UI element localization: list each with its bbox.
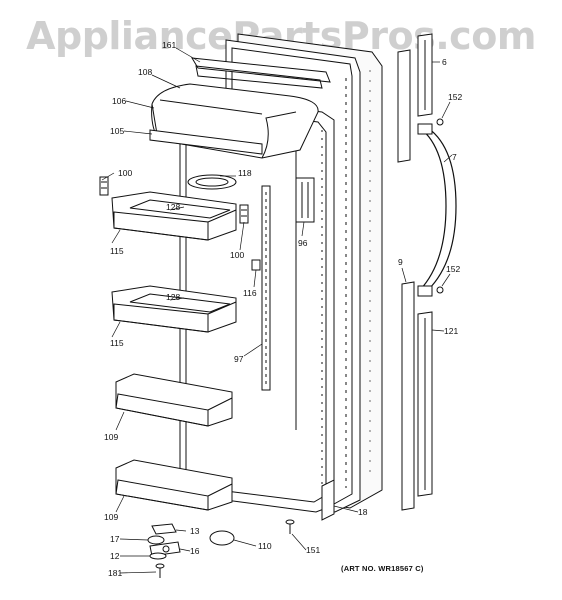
callout-118: 118	[238, 168, 252, 178]
callout-128-upper: 128	[166, 202, 180, 212]
callout-18: 18	[358, 507, 368, 517]
callout-16: 16	[190, 546, 200, 556]
callout-7: 7	[452, 152, 457, 162]
screw-152-upper	[436, 118, 444, 126]
strip-upper	[397, 49, 411, 163]
callout-109-lower: 109	[104, 512, 118, 522]
callout-109-upper: 109	[104, 432, 118, 442]
callout-97: 97	[234, 354, 244, 364]
door-shelf-115-middle	[111, 285, 237, 333]
callout-labels: 161 108 106 105 100 118 128 115 100 96 1…	[104, 40, 462, 578]
callout-152-upper: 152	[448, 92, 462, 102]
art-number: (ART NO. WR18567 C)	[341, 564, 424, 573]
leader-lines	[101, 47, 453, 574]
callout-9: 9	[398, 257, 403, 267]
callout-115-upper: 115	[110, 246, 124, 256]
callout-12: 12	[110, 551, 120, 561]
strip-9	[401, 281, 415, 511]
bushing-17	[147, 535, 165, 545]
clip-100-right	[239, 204, 249, 224]
retainer-118	[187, 174, 237, 190]
callout-121: 121	[444, 326, 458, 336]
door-shelf-115-upper	[111, 191, 237, 241]
top-trim-161	[191, 57, 331, 89]
callout-116: 116	[243, 288, 257, 298]
hinge-plate-13	[151, 523, 177, 535]
callout-152-lower: 152	[446, 264, 460, 274]
callout-6: 6	[442, 57, 447, 67]
callout-100-upper: 100	[118, 168, 132, 178]
handle-trim-121	[417, 311, 433, 497]
callout-106: 106	[112, 96, 126, 106]
dairy-door-105	[149, 129, 263, 155]
clip-100-left	[99, 176, 109, 196]
callout-17: 17	[110, 534, 120, 544]
callout-13: 13	[190, 526, 200, 536]
callout-105: 105	[110, 126, 124, 136]
trim-strip-18	[321, 479, 335, 521]
hinge-16	[149, 541, 181, 557]
stud-116	[251, 259, 261, 271]
handle-trim-6	[417, 33, 433, 117]
door-shelf-109-bottom	[115, 459, 233, 511]
screw-181	[155, 563, 165, 578]
callout-161: 161	[162, 40, 176, 50]
screw-151	[285, 519, 295, 534]
callout-96: 96	[298, 238, 308, 248]
shelf-track-97	[261, 185, 271, 391]
door-shelf-109-lower	[115, 373, 233, 427]
callout-115-lower: 115	[110, 338, 124, 348]
callout-110: 110	[258, 541, 272, 551]
washer-12	[149, 552, 167, 560]
bracket-96	[295, 177, 315, 223]
cap-110	[209, 530, 235, 546]
door-handle-7	[417, 123, 457, 297]
callout-151: 151	[306, 545, 320, 555]
callout-128-lower: 128	[166, 292, 180, 302]
screw-152-lower	[436, 286, 444, 294]
callout-100-lower: 100	[230, 250, 244, 260]
callout-108: 108	[138, 67, 152, 77]
callout-181: 181	[108, 568, 122, 578]
